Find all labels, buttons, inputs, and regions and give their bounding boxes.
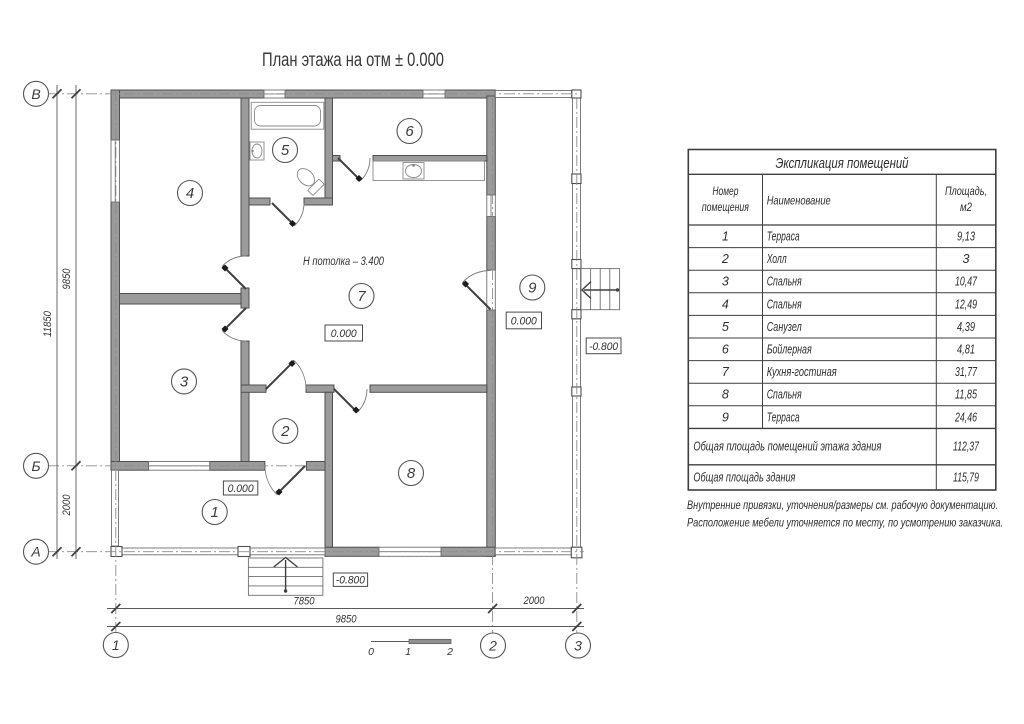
svg-text:Кухня-гостиная: Кухня-гостиная [767, 365, 837, 379]
svg-text:9850: 9850 [336, 614, 358, 626]
svg-text:3: 3 [722, 275, 729, 289]
svg-text:0.000: 0.000 [511, 316, 538, 328]
svg-text:Санузел: Санузел [767, 320, 802, 334]
svg-text:112,37: 112,37 [953, 440, 980, 454]
svg-text:5: 5 [722, 320, 729, 334]
svg-text:3: 3 [963, 252, 970, 266]
svg-text:0.000: 0.000 [228, 483, 255, 495]
svg-text:3: 3 [180, 373, 189, 390]
svg-text:4,81: 4,81 [957, 343, 975, 357]
svg-text:9: 9 [528, 280, 537, 297]
svg-text:Холл: Холл [766, 252, 787, 266]
svg-text:м2: м2 [960, 200, 972, 214]
svg-text:Общая площадь здания: Общая площадь здания [693, 470, 795, 484]
svg-text:2: 2 [446, 646, 453, 658]
svg-text:1: 1 [722, 230, 729, 244]
svg-text:4,39: 4,39 [957, 320, 975, 334]
svg-text:Номер: Номер [712, 184, 738, 198]
svg-text:1: 1 [211, 504, 219, 521]
svg-text:-0.800: -0.800 [589, 341, 619, 353]
svg-text:Площадь,: Площадь, [945, 184, 987, 198]
svg-text:4: 4 [722, 297, 729, 311]
svg-text:Экспликация помещений: Экспликация помещений [776, 156, 909, 172]
svg-text:0: 0 [368, 646, 374, 658]
svg-text:Терраса: Терраса [767, 410, 800, 424]
svg-text:9: 9 [722, 410, 729, 424]
svg-text:3: 3 [574, 638, 582, 654]
svg-text:31,77: 31,77 [955, 365, 978, 379]
svg-text:Расположение мебели уточняется: Расположение мебели уточняется по месту,… [687, 516, 1003, 530]
svg-text:9850: 9850 [61, 268, 73, 290]
svg-text:8: 8 [722, 388, 729, 402]
svg-text:9,13: 9,13 [957, 230, 975, 244]
svg-text:Бойлерная: Бойлерная [767, 343, 812, 357]
svg-text:2: 2 [488, 638, 497, 654]
svg-text:2000: 2000 [61, 494, 73, 517]
svg-text:4: 4 [186, 185, 194, 202]
svg-text:11850: 11850 [42, 310, 54, 337]
svg-text:115,79: 115,79 [953, 470, 979, 484]
svg-text:1: 1 [112, 637, 120, 653]
svg-text:помещения: помещения [702, 200, 749, 214]
svg-text:Спальня: Спальня [767, 388, 802, 402]
svg-text:Общая площадь помещений этажа: Общая площадь помещений этажа здания [693, 440, 881, 454]
svg-text:-0.800: -0.800 [336, 575, 366, 587]
svg-text:Наименование: Наименование [767, 194, 831, 208]
svg-text:8: 8 [407, 465, 416, 482]
svg-text:В: В [31, 86, 40, 102]
svg-text:6: 6 [405, 123, 414, 140]
svg-text:7850: 7850 [294, 596, 316, 608]
svg-text:11,85: 11,85 [955, 388, 977, 402]
svg-text:2: 2 [721, 252, 729, 266]
svg-text:0.000: 0.000 [331, 328, 358, 340]
svg-text:10,47: 10,47 [955, 275, 978, 289]
svg-text:Н потолка – 3.400: Н потолка – 3.400 [303, 256, 384, 268]
svg-text:Спальня: Спальня [767, 275, 802, 289]
svg-text:Терраса: Терраса [767, 230, 800, 244]
svg-text:Спальня: Спальня [767, 297, 802, 311]
svg-text:План этажа на отм ± 0.000: План этажа на отм ± 0.000 [262, 50, 444, 71]
svg-text:24,46: 24,46 [954, 410, 977, 424]
svg-text:7: 7 [722, 365, 730, 379]
svg-text:1: 1 [405, 646, 411, 658]
svg-text:2000: 2000 [523, 595, 546, 607]
svg-text:5: 5 [281, 142, 290, 159]
svg-text:7: 7 [357, 288, 366, 305]
svg-text:12,49: 12,49 [955, 297, 977, 311]
svg-text:2: 2 [280, 423, 290, 440]
svg-text:Внутренние привязки, уточнения: Внутренние привязки, уточнения/размеры с… [687, 498, 998, 512]
svg-text:А: А [30, 544, 40, 560]
svg-text:Б: Б [31, 458, 40, 474]
svg-text:6: 6 [722, 343, 729, 357]
